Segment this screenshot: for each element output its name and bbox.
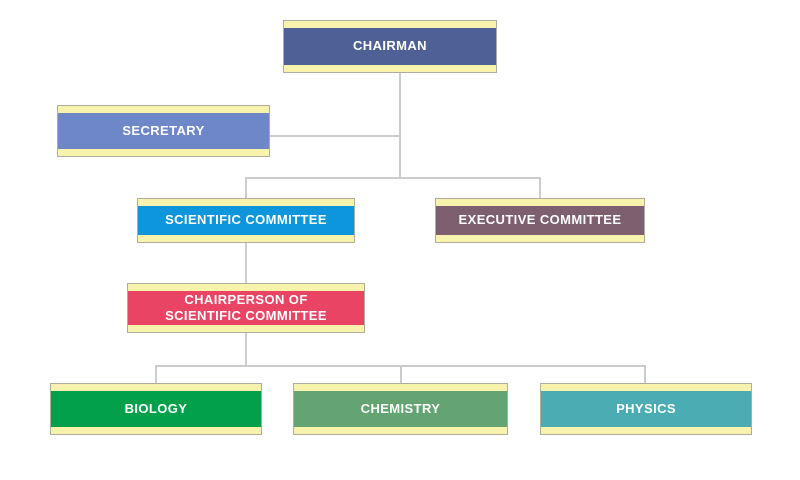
node-body: CHAIRMAN [284,28,496,65]
node-label: SCIENTIFIC COMMITTEE [165,212,327,228]
node-bottom-band [138,235,354,242]
connector-physics-drop [644,365,646,384]
connector-secretary-stub [270,135,400,137]
node-chairperson-scientific-committee[interactable]: CHAIRPERSON OF SCIENTIFIC COMMITTEE [127,283,365,333]
node-top-band [58,106,269,113]
node-physics[interactable]: PHYSICS [540,383,752,435]
node-top-band [294,384,507,391]
node-top-band [436,199,644,206]
node-top-band [138,199,354,206]
node-bottom-band [541,427,751,434]
node-scientific-committee[interactable]: SCIENTIFIC COMMITTEE [137,198,355,243]
node-chairman[interactable]: CHAIRMAN [283,20,497,73]
connector-biology-drop [155,365,157,384]
node-top-band [541,384,751,391]
node-body: EXECUTIVE COMMITTEE [436,206,644,235]
node-top-band [128,284,364,291]
connector-committees-bus [245,177,541,179]
node-label: PHYSICS [616,400,676,416]
node-bottom-band [436,235,644,242]
node-label: BIOLOGY [124,400,188,416]
node-body: SECRETARY [58,113,269,149]
node-top-band [284,21,496,28]
node-body: BIOLOGY [51,391,261,427]
node-body: CHEMISTRY [294,391,507,427]
node-label: CHAIRPERSON OF SCIENTIFIC COMMITTEE [165,291,327,323]
connector-scientific-to-chair [245,243,247,284]
node-executive-committee[interactable]: EXECUTIVE COMMITTEE [435,198,645,243]
node-body: SCIENTIFIC COMMITTEE [138,206,354,235]
node-bottom-band [51,427,261,434]
node-secretary[interactable]: SECRETARY [57,105,270,157]
connector-chairperson-trunk [245,333,247,366]
connector-chemistry-drop [400,365,402,384]
node-bottom-band [294,427,507,434]
connector-scientific-committee-drop [245,177,247,199]
node-body: CHAIRPERSON OF SCIENTIFIC COMMITTEE [128,291,364,325]
node-bottom-band [284,65,496,72]
node-label: CHEMISTRY [360,400,441,416]
node-label: EXECUTIVE COMMITTEE [458,212,622,228]
node-top-band [51,384,261,391]
node-label: CHAIRMAN [353,38,427,54]
node-bottom-band [128,325,364,332]
connector-chairman-trunk [399,73,401,178]
node-body: PHYSICS [541,391,751,427]
connector-executive-committee-drop [539,177,541,199]
node-biology[interactable]: BIOLOGY [50,383,262,435]
node-chemistry[interactable]: CHEMISTRY [293,383,508,435]
node-label: SECRETARY [122,122,205,138]
node-bottom-band [58,149,269,156]
